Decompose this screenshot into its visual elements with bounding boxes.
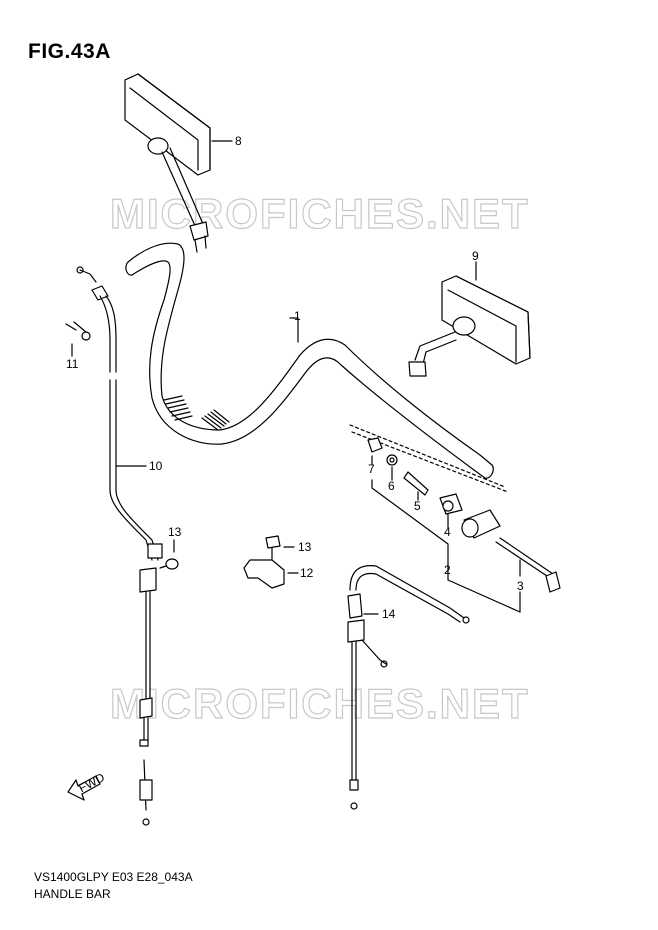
callout-8: 8 — [235, 134, 242, 148]
watermark-top: MICROFICHES.NET — [109, 189, 530, 237]
callout-3: 3 — [517, 579, 524, 593]
figure-code: VS1400GLPY E03 E28_043A — [34, 870, 193, 884]
callout-13-clamp: 13 — [298, 540, 312, 554]
mirror-right — [408, 261, 531, 377]
throttle-cable — [65, 266, 163, 826]
bar-end-parts — [367, 437, 561, 613]
callout-1: 1 — [294, 309, 301, 323]
callout-10: 10 — [149, 459, 163, 473]
mirror-left — [124, 73, 233, 253]
callout-9: 9 — [472, 249, 479, 263]
clamp-and-screws — [159, 535, 299, 589]
figure-title: FIG.43A — [28, 40, 111, 63]
handlebar — [125, 242, 509, 493]
callout-5: 5 — [414, 499, 421, 513]
fwd-arrow-icon — [67, 775, 101, 801]
callout-12: 12 — [300, 566, 314, 580]
callout-11: 11 — [66, 357, 79, 371]
callout-2: 2 — [444, 563, 451, 577]
fwd-label: FWD — [76, 770, 107, 795]
callout-14: 14 — [382, 607, 396, 621]
figure-name: HANDLE BAR — [34, 887, 111, 901]
callout-4: 4 — [444, 525, 451, 539]
callout-13-cable: 13 — [168, 525, 182, 539]
clutch-cable — [347, 565, 470, 810]
callout-7: 7 — [368, 462, 375, 476]
callout-6: 6 — [388, 479, 395, 493]
watermark-bottom: MICROFICHES.NET — [109, 679, 530, 727]
